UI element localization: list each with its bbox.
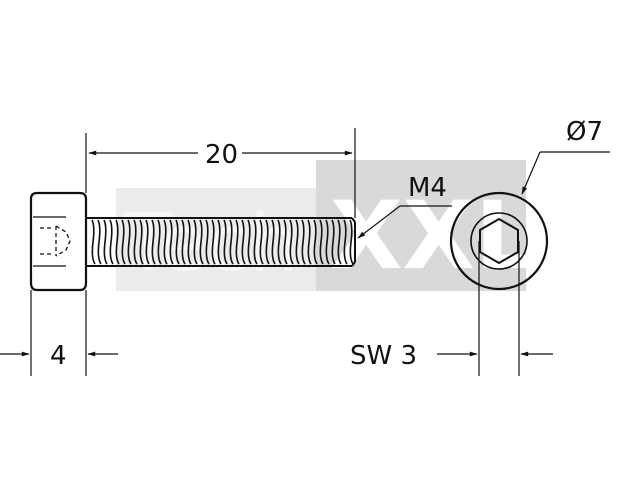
- diameter-label: Ø7: [566, 117, 603, 147]
- thread-line: [319, 219, 324, 265]
- screw-shank: [86, 217, 356, 267]
- thread-line: [283, 219, 288, 265]
- head-height-label: 4: [50, 341, 67, 371]
- thread-line: [277, 219, 282, 265]
- thread-line: [199, 219, 204, 265]
- thread-label: M4: [408, 173, 447, 203]
- thread-lines: [91, 219, 354, 265]
- thread-line: [259, 219, 264, 265]
- watermark: Tech XXL: [116, 160, 535, 291]
- thread-line: [103, 219, 108, 265]
- socket-size-label: SW 3: [350, 341, 417, 371]
- thread-line: [121, 219, 126, 265]
- thread-line: [325, 219, 330, 265]
- thread-line: [109, 219, 114, 265]
- socket-size-dimension: SW 3: [350, 341, 553, 371]
- thread-line: [133, 219, 138, 265]
- thread-line: [289, 219, 294, 265]
- thread-line: [301, 219, 306, 265]
- hex-socket: [479, 217, 519, 265]
- screw-end-view: [449, 191, 549, 376]
- head-height-dimension: 4: [0, 290, 118, 376]
- thread-line: [313, 219, 318, 265]
- thread-line: [205, 219, 210, 265]
- thread-line: [235, 219, 240, 265]
- socket-hidden-lines: [33, 216, 71, 267]
- thread-line: [169, 219, 174, 265]
- head-inner-circle: [470, 212, 528, 270]
- thread-callout: M4: [357, 173, 452, 239]
- thread-line: [307, 219, 312, 265]
- thread-line: [247, 219, 252, 265]
- thread-line: [187, 219, 192, 265]
- thread-line: [211, 219, 216, 265]
- thread-line: [127, 219, 132, 265]
- thread-line: [115, 219, 120, 265]
- thread-line: [97, 219, 102, 265]
- screw-head: [29, 191, 88, 292]
- thread-line: [223, 219, 228, 265]
- thread-line: [217, 219, 222, 265]
- length-dimension: 20: [85, 128, 356, 218]
- thread-line: [157, 219, 162, 265]
- thread-line: [163, 219, 168, 265]
- thread-line: [91, 219, 96, 265]
- thread-line: [271, 219, 276, 265]
- thread-line: [151, 219, 156, 265]
- thread-line: [253, 219, 258, 265]
- thread-line: [349, 219, 354, 265]
- thread-line: [139, 219, 144, 265]
- thread-line: [337, 219, 342, 265]
- thread-line: [181, 219, 186, 265]
- thread-line: [145, 219, 150, 265]
- length-label: 20: [205, 140, 238, 170]
- thread-line: [331, 219, 336, 265]
- head-outer-circle: [449, 191, 549, 291]
- thread-line: [175, 219, 180, 265]
- thread-line: [265, 219, 270, 265]
- screw-side-view: [29, 191, 356, 292]
- thread-line: [193, 219, 198, 265]
- thread-line: [241, 219, 246, 265]
- thread-line: [343, 219, 348, 265]
- thread-line: [229, 219, 234, 265]
- thread-line: [295, 219, 300, 265]
- watermark-light-band: [116, 188, 330, 291]
- diameter-callout: Ø7: [521, 117, 610, 195]
